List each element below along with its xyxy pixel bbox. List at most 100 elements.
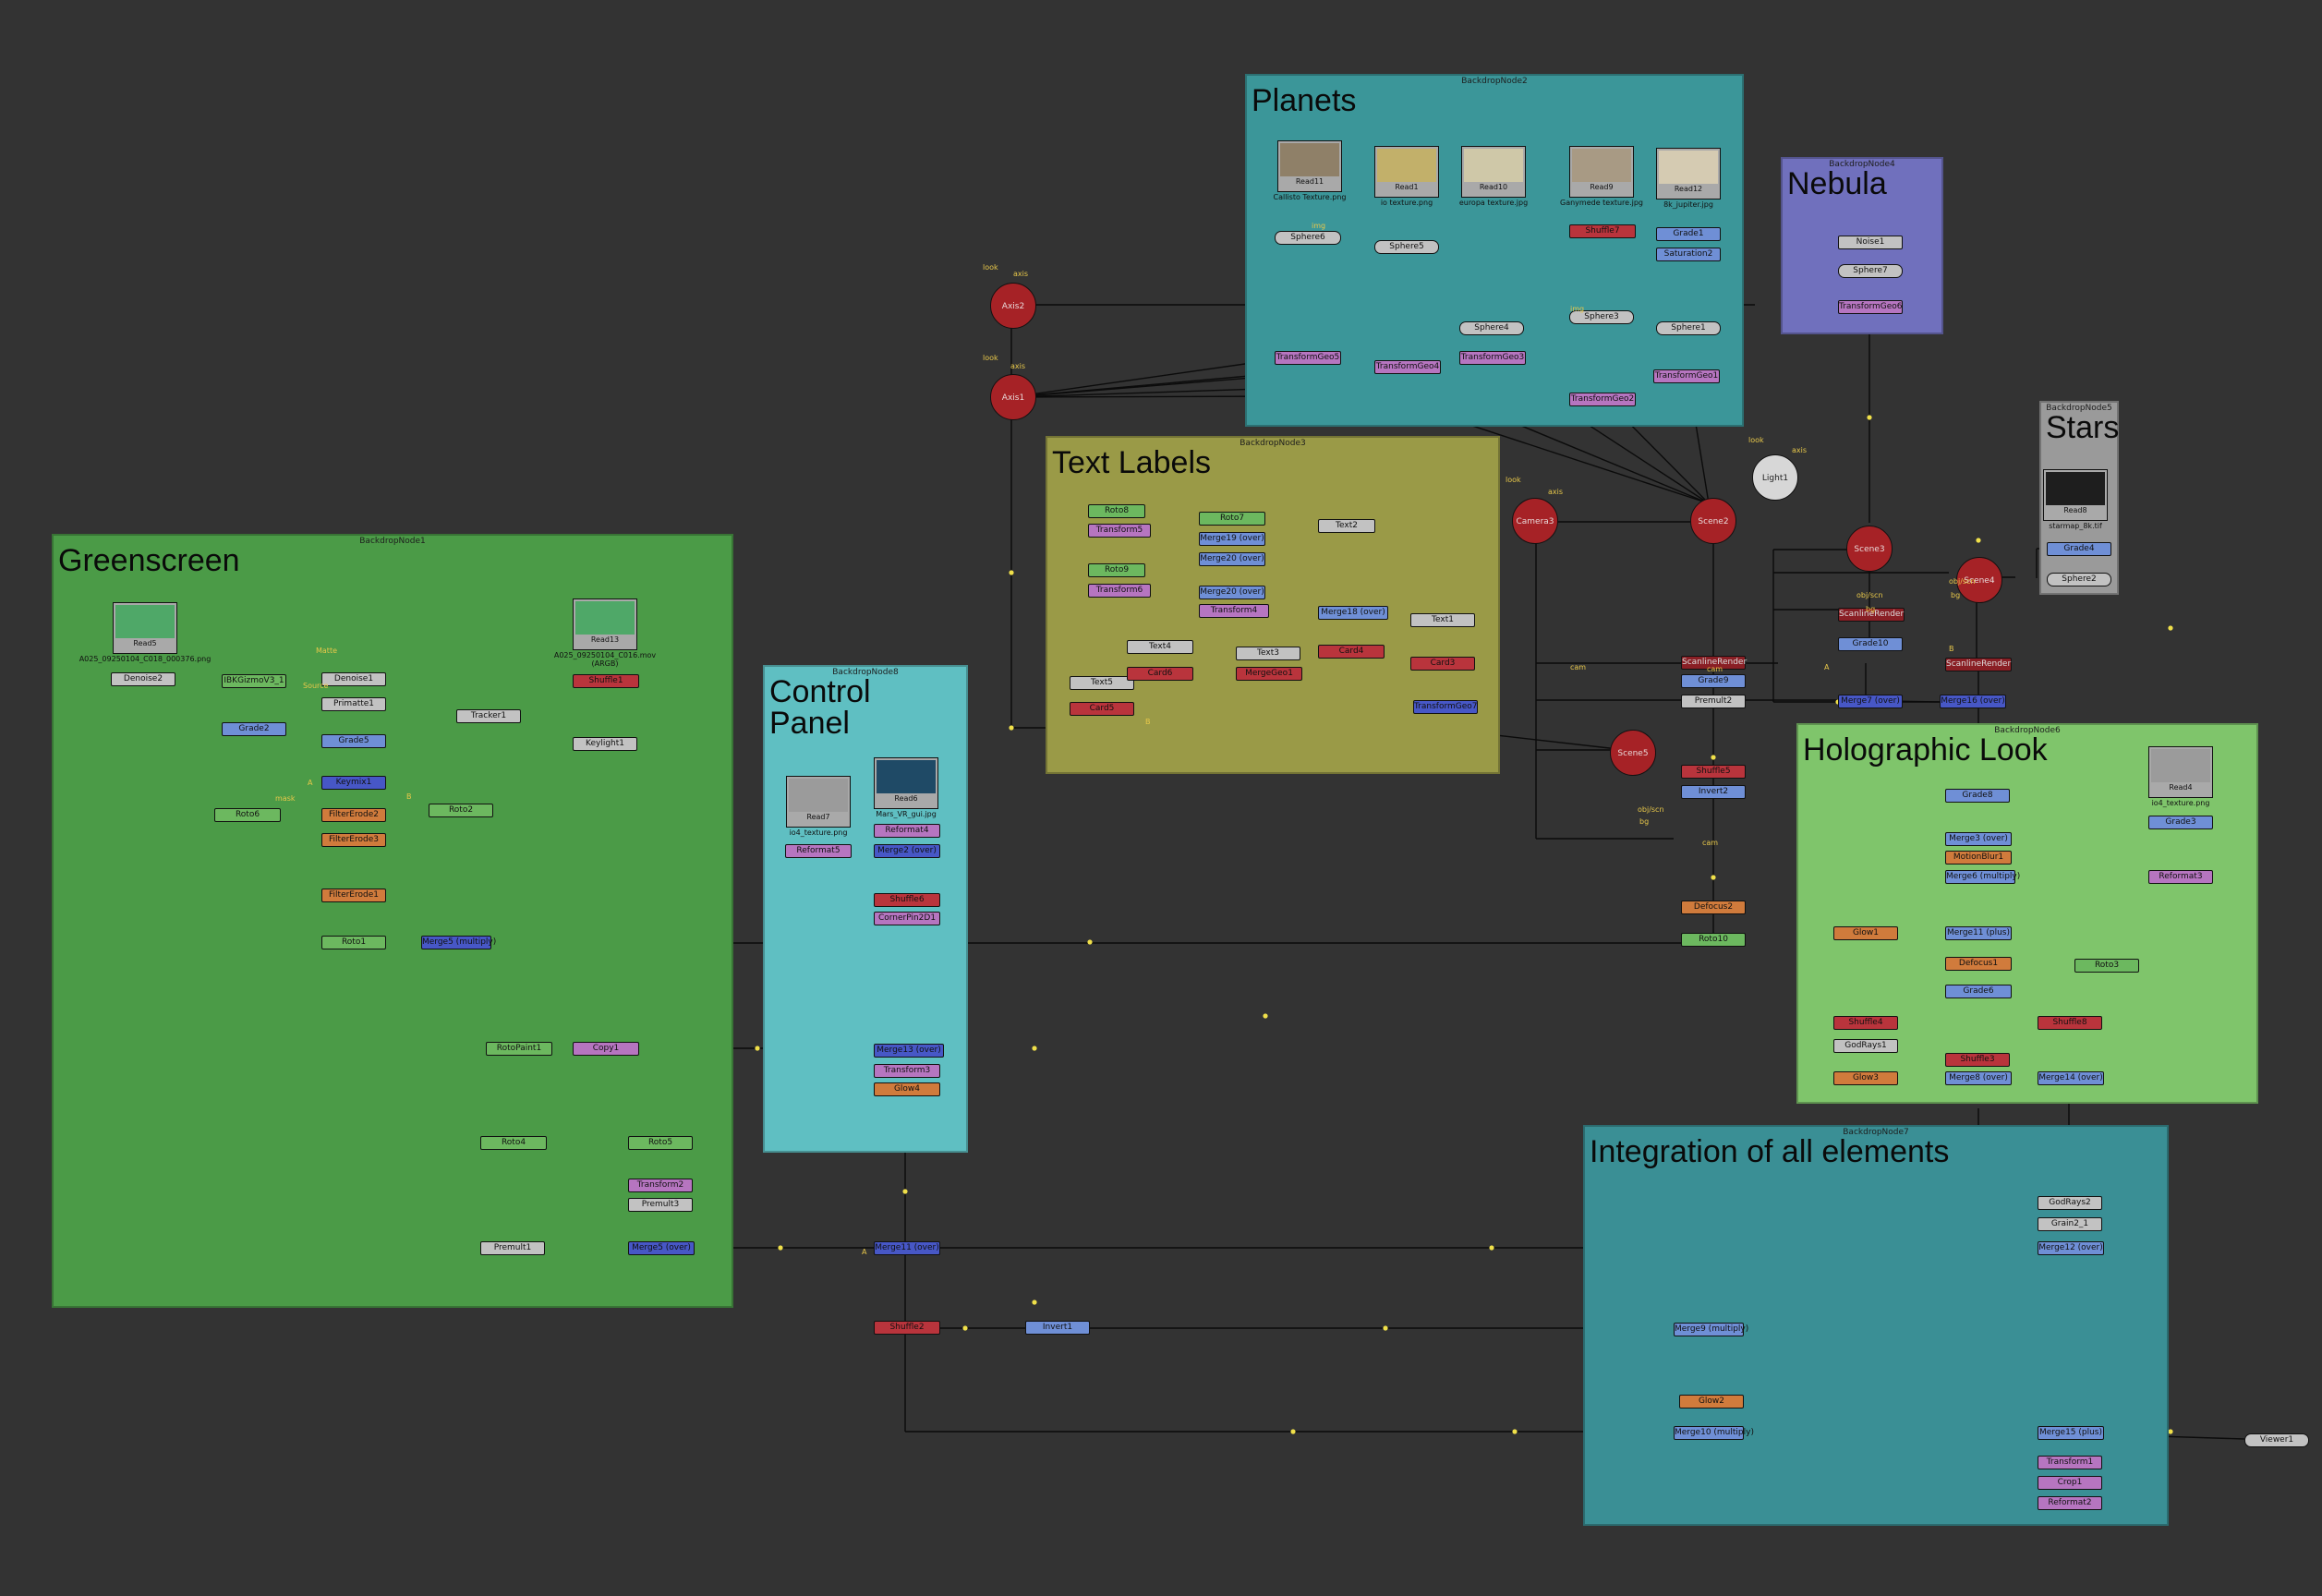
node-filtererode2[interactable]: FilterErode2 [321,808,386,822]
node-axis1[interactable]: Axis1 [990,374,1036,420]
node-roto9[interactable]: Roto9 [1088,563,1145,577]
node-scanlinerender[interactable]: ScanlineRender [1945,658,2012,671]
node-card5[interactable]: Card5 [1070,702,1134,716]
node-glow2[interactable]: Glow2 [1679,1395,1744,1409]
node-keylight1[interactable]: Keylight1 [573,737,637,751]
node-transformgeo2[interactable]: TransformGeo2 [1569,393,1636,406]
node-light1[interactable]: Light1 [1752,454,1798,501]
node-camera3[interactable]: Camera3 [1512,498,1558,544]
node-grade1[interactable]: Grade1 [1656,227,1721,241]
node-shuffle8[interactable]: Shuffle8 [2038,1016,2102,1030]
node-copy1[interactable]: Copy1 [573,1042,639,1056]
read-node-read8[interactable]: Read8 [2043,469,2108,521]
node-text4[interactable]: Text4 [1127,640,1193,654]
node-merge10-multiply[interactable]: Merge10 (multiply) [1674,1426,1754,1440]
node-transform1[interactable]: Transform1 [2038,1456,2102,1469]
node-merge2-over[interactable]: Merge2 (over) [874,844,940,858]
node-roto10[interactable]: Roto10 [1681,933,1746,947]
node-rotopaint1[interactable]: RotoPaint1 [486,1042,552,1056]
node-noise1[interactable]: Noise1 [1838,236,1903,249]
node-merge13-over[interactable]: Merge13 (over) [874,1044,944,1058]
node-merge11-over[interactable]: Merge11 (over) [874,1241,940,1255]
node-merge19-over[interactable]: Merge19 (over) [1199,532,1265,546]
node-merge5-over[interactable]: Merge5 (over) [628,1241,695,1255]
read-node-read6[interactable]: Read6 [874,757,938,809]
node-grade3[interactable]: Grade3 [2148,816,2213,829]
node-filtererode1[interactable]: FilterErode1 [321,889,386,902]
node-shuffle1[interactable]: Shuffle1 [573,674,639,688]
read-node-read9[interactable]: Read9 [1569,146,1634,198]
node-shuffle5[interactable]: Shuffle5 [1681,765,1746,779]
node-scene4[interactable]: Scene4 [1956,557,2002,603]
node-reformat5[interactable]: Reformat5 [785,844,852,858]
node-transformgeo7[interactable]: TransformGeo7 [1413,700,1478,714]
node-keymix1[interactable]: Keymix1 [321,776,386,790]
node-roto8[interactable]: Roto8 [1088,504,1145,518]
node-sphere4[interactable]: Sphere4 [1459,321,1524,335]
node-primatte1[interactable]: Primatte1 [321,697,386,711]
node-merge18-over[interactable]: Merge18 (over) [1318,606,1388,620]
node-motionblur1[interactable]: MotionBlur1 [1945,851,2012,864]
node-premult1[interactable]: Premult1 [480,1241,545,1255]
node-merge20-over[interactable]: Merge20 (over) [1199,552,1265,566]
node-merge12-over[interactable]: Merge12 (over) [2038,1241,2104,1255]
node-glow3[interactable]: Glow3 [1833,1071,1898,1085]
node-sphere6[interactable]: Sphere6 [1275,231,1341,245]
node-grade5[interactable]: Grade5 [321,734,386,748]
node-scene5[interactable]: Scene5 [1610,730,1656,776]
read-node-read10[interactable]: Read10 [1461,146,1526,198]
node-invert2[interactable]: Invert2 [1681,785,1746,799]
node-merge14-over[interactable]: Merge14 (over) [2038,1071,2104,1085]
node-card6[interactable]: Card6 [1127,667,1193,681]
node-grade6[interactable]: Grade6 [1945,985,2012,998]
node-reformat3[interactable]: Reformat3 [2148,870,2213,884]
node-transform3[interactable]: Transform3 [874,1064,940,1078]
node-merge16-over[interactable]: Merge16 (over) [1940,695,2006,708]
node-shuffle7[interactable]: Shuffle7 [1569,224,1636,238]
node-grade8[interactable]: Grade8 [1945,789,2010,803]
node-transformgeo4[interactable]: TransformGeo4 [1374,360,1441,374]
node-merge11-plus[interactable]: Merge11 (plus) [1945,926,2012,940]
node-text5[interactable]: Text5 [1070,676,1134,690]
node-sphere7[interactable]: Sphere7 [1838,264,1903,278]
node-transform4[interactable]: Transform4 [1199,604,1269,618]
node-transformgeo6[interactable]: TransformGeo6 [1838,300,1903,314]
node-card4[interactable]: Card4 [1318,645,1385,659]
node-roto3[interactable]: Roto3 [2074,959,2139,973]
node-merge9-multiply[interactable]: Merge9 (multiply) [1674,1323,1748,1336]
node-reformat4[interactable]: Reformat4 [874,824,940,838]
node-shuffle4[interactable]: Shuffle4 [1833,1016,1898,1030]
node-scanlinerender[interactable]: ScanlineRender [1838,608,1905,622]
node-text1[interactable]: Text1 [1410,613,1475,627]
node-premult3[interactable]: Premult3 [628,1198,693,1212]
node-roto4[interactable]: Roto4 [480,1136,547,1150]
node-sphere2[interactable]: Sphere2 [2047,573,2111,586]
node-scanlinerender[interactable]: ScanlineRender [1681,656,1747,670]
node-tracker1[interactable]: Tracker1 [456,709,521,723]
read-node-read13[interactable]: Read13 [573,598,637,650]
node-godrays1[interactable]: GodRays1 [1833,1039,1898,1053]
node-invert1[interactable]: Invert1 [1025,1321,1090,1335]
node-godrays2[interactable]: GodRays2 [2038,1196,2102,1210]
node-transformgeo3[interactable]: TransformGeo3 [1459,351,1526,365]
node-grade2[interactable]: Grade2 [222,722,286,736]
node-merge7-over[interactable]: Merge7 (over) [1838,695,1903,708]
node-shuffle2[interactable]: Shuffle2 [874,1321,940,1335]
node-shuffle3[interactable]: Shuffle3 [1945,1053,2010,1067]
node-roto7[interactable]: Roto7 [1199,512,1265,526]
read-node-read5[interactable]: Read5 [113,602,177,654]
node-scene2[interactable]: Scene2 [1690,498,1736,544]
node-text2[interactable]: Text2 [1318,519,1375,533]
node-viewer1[interactable]: Viewer1 [2244,1433,2309,1447]
node-crop1[interactable]: Crop1 [2038,1476,2102,1490]
node-merge3-over[interactable]: Merge3 (over) [1945,832,2012,846]
node-glow4[interactable]: Glow4 [874,1082,940,1096]
node-defocus2[interactable]: Defocus2 [1681,901,1746,914]
read-node-read7[interactable]: Read7 [786,776,851,828]
node-denoise1[interactable]: Denoise1 [321,672,386,686]
node-roto5[interactable]: Roto5 [628,1136,693,1150]
